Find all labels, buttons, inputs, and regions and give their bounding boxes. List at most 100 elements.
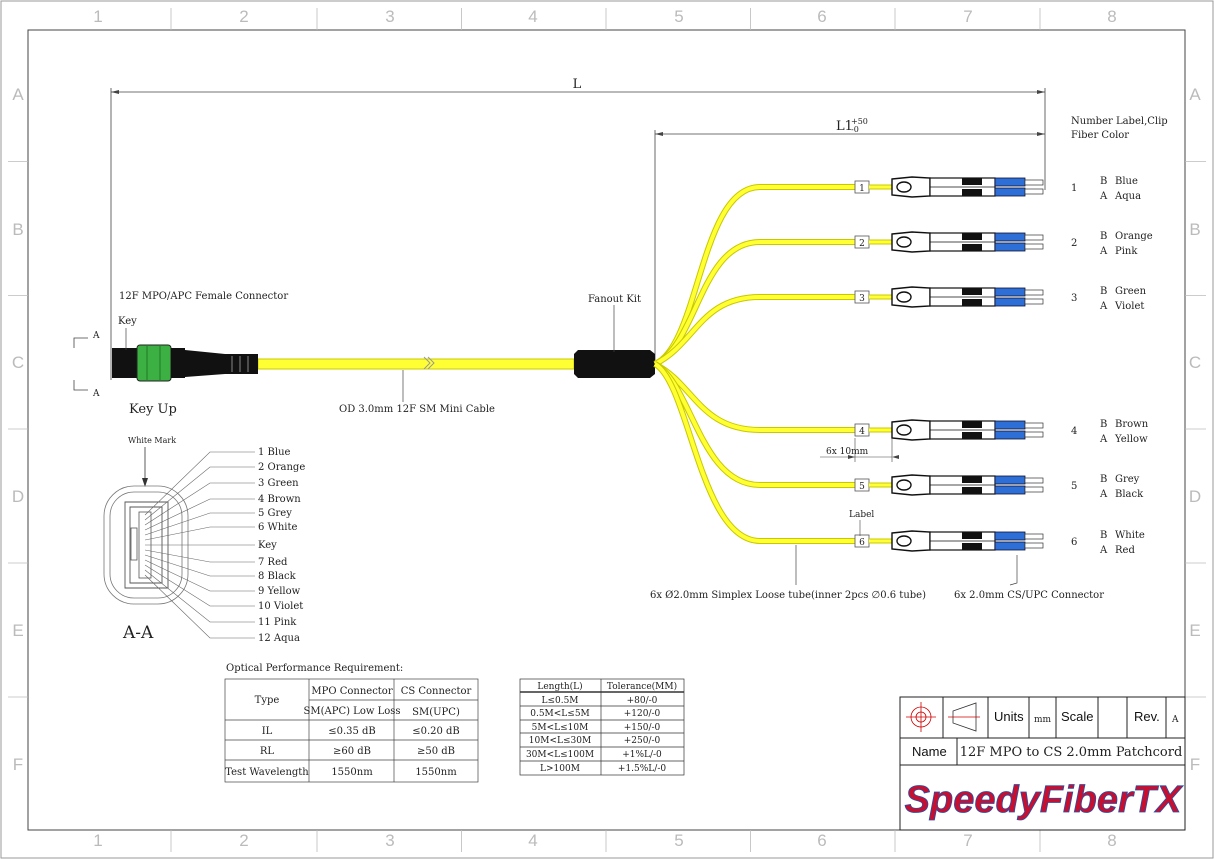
optical-row-cs: ≤0.20 dB [412,726,460,737]
tube-leg-fill [654,295,855,366]
tol-row-tolerance: +120/-0 [624,709,661,719]
grid-row-label: D [1189,487,1201,506]
optical-col-cs: CS Connector [401,686,472,697]
fiber-label: 5 Grey [258,508,292,519]
grid-row-label: A [12,85,24,104]
leg-number: 4 [1071,426,1077,437]
tube-leg-fill [654,240,855,366]
grid-col-label: 8 [1107,7,1116,26]
key-up-label: Key Up [129,402,177,417]
cs-connector-label: 6x 2.0mm CS/UPC Connector [954,590,1104,601]
leg-fiber-b: Grey [1115,474,1140,485]
grid-col-label: 5 [674,831,683,850]
fanout-kit [574,305,655,378]
leg-label-number: 1 [859,184,865,194]
units-label: Units [994,709,1024,724]
optical-row-cs: 1550nm [415,767,457,778]
leg-label-number: 4 [859,427,865,437]
optical-row-cs: ≥50 dB [417,746,455,757]
grid-col-label: 2 [239,7,248,26]
leg-number: 6 [1071,537,1077,548]
fiber-label: 11 Pink [258,617,297,628]
cable-label: OD 3.0mm 12F SM Mini Cable [339,404,495,415]
cs-connector: 1 [854,176,1044,198]
header-note-line2: Fiber Color [1071,130,1129,141]
tube-label: 6x Ø2.0mm Simplex Loose tube(inner 2pcs … [650,590,926,601]
inner-border [27,29,1186,831]
dim-L1-sub: -0 [851,125,859,134]
leg-fiber-a: Pink [1115,246,1138,257]
fiber-leader [144,498,255,531]
fiber-leader [144,482,255,526]
fiber-leader [144,512,255,536]
leg-label-number: 5 [859,482,865,492]
grid-col-label: 4 [528,831,537,850]
mpo-connector-label: 12F MPO/APC Female Connector [119,291,288,302]
leg-fiber-b: Blue [1115,176,1138,187]
optical-row-mpo: ≥60 dB [333,746,371,757]
leg-label-number: 3 [859,294,865,304]
tol-row-tolerance: +1.5%L/-0 [618,764,666,774]
leg-prefix-a: A [1099,191,1108,202]
projection-symbol [906,702,936,732]
optical-col-mpo: MPO Connector [311,686,392,697]
grid-row-label: F [1190,755,1200,774]
fiber-label: 12 Aqua [258,633,300,644]
label-width-text: 6x 10mm [826,447,869,457]
leg-prefix-b: B [1100,530,1107,541]
leg-prefix-b: B [1100,474,1107,485]
optical-row-name: Test Wavelength [225,767,309,778]
leg-fiber-b: White [1115,530,1145,541]
label-callout: Label [849,510,874,520]
section-mark-top: A [92,331,100,341]
fiber-label: 3 Green [258,478,299,489]
section-view-title: A-A [122,623,154,643]
title-block [899,696,1186,831]
tol-row-length: 0.5M<L≤5M [530,709,590,719]
leg-fiber-a: Violet [1114,301,1144,312]
grid-col-label: 2 [239,831,248,850]
dimension-L1: L1 +50 -0 [654,117,1045,360]
fiber-label: 10 Violet [258,601,303,612]
grid-col-label: 5 [674,7,683,26]
fiber-leader [144,451,255,516]
label-width-dimension: 6x 10mm [820,438,899,462]
fiber-leader [144,466,255,521]
tube-leg [653,239,855,367]
section-mark-bottom: A [92,389,100,399]
grid-col-label: 3 [385,7,394,26]
cs-connector: 4 [854,419,1044,441]
scale-label: Scale [1061,709,1094,724]
dim-L1-label: L1 [836,119,853,134]
fiber-leader [144,564,255,607]
optical-sub-cs: SM(UPC) [412,707,460,718]
grid-col-label: 7 [963,831,972,850]
tol-row-tolerance: +80/-0 [627,696,658,706]
fiber-leader [144,554,255,577]
grid-col-label: 3 [385,831,394,850]
leg-fiber-a: Aqua [1114,191,1141,202]
fiber-label: 4 Brown [258,494,301,505]
leg-prefix-b: B [1100,419,1107,430]
fiber-label: 1 Blue [258,447,291,458]
leg-fiber-a: Black [1115,489,1144,500]
grid-row-label: B [1189,220,1200,239]
projection-cone [948,702,980,732]
optical-table [224,678,479,783]
name-value: 12F MPO to CS 2.0mm Patchcord [960,745,1183,760]
fiber-leader [144,559,255,592]
header-note-line1: Number Label,Clip [1071,116,1168,127]
section-view: White Mark A-A [103,436,255,643]
fiber-leader [144,526,255,541]
leg-prefix-a: A [1099,246,1108,257]
tol-row-tolerance: +1%L/-0 [622,750,662,760]
leg-fiber-b: Green [1115,286,1147,297]
fiber-label: Key [258,540,277,551]
tolerance-table [519,678,685,776]
tol-row-length: 10M<L≤30M [529,736,591,746]
optical-row-name: IL [262,726,273,737]
tol-col-tol: Tolerance(MM) [607,681,677,692]
optical-row-mpo: ≤0.35 dB [328,726,376,737]
leg-fiber-b: Orange [1115,231,1153,242]
